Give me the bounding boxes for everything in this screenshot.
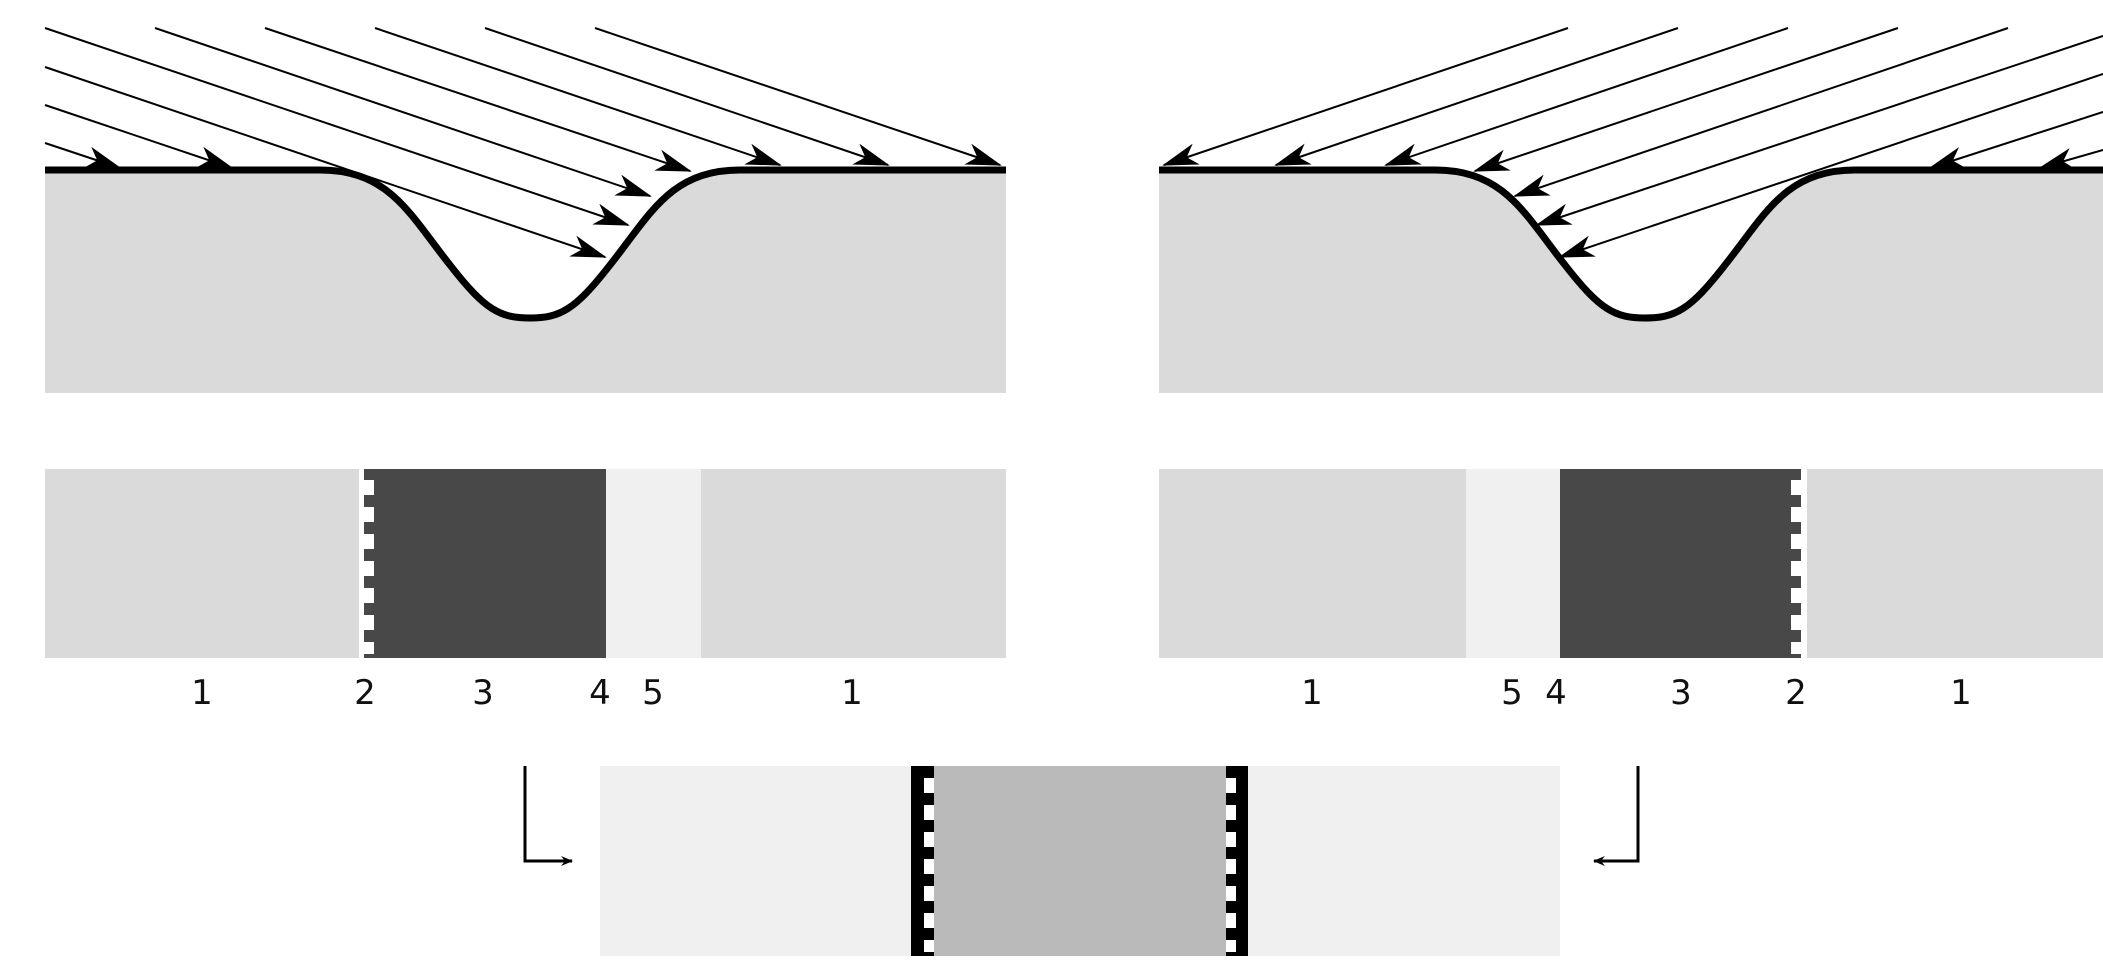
- light-ray: [1274, 27, 1679, 166]
- zone-label: 1: [841, 673, 863, 713]
- zone-label: 2: [354, 673, 376, 713]
- zone-label: 1: [1950, 673, 1972, 713]
- right-zone-labels: 1 5 4 3 2 1: [1301, 673, 1972, 713]
- zone-5-light: [1466, 469, 1560, 658]
- light-ray: [154, 27, 652, 197]
- zone-2-dashes: [1791, 480, 1801, 654]
- combined-light-left: [600, 766, 911, 956]
- light-ray: [44, 104, 234, 169]
- left-terrain-panel: [44, 27, 1006, 393]
- right-zone-strip: [1159, 469, 2103, 658]
- zone-label: 5: [642, 673, 664, 713]
- zone-3-shadow: [381, 469, 606, 658]
- zone-label: 3: [472, 673, 494, 713]
- light-ray: [2038, 148, 2103, 170]
- zone-1-right: [1807, 469, 2103, 658]
- light-ray: [484, 27, 890, 166]
- combined-right-dashes: [1226, 778, 1236, 952]
- zone-1-right: [701, 469, 1006, 658]
- zone-3-shadow: [1560, 469, 1784, 658]
- zone-label: 2: [1785, 673, 1807, 713]
- light-ray: [44, 27, 630, 226]
- combined-light-right: [1248, 766, 1560, 956]
- light-ray: [1384, 27, 1789, 166]
- light-ray: [1558, 73, 2103, 258]
- zone-label: 1: [1301, 673, 1323, 713]
- light-ray: [1162, 27, 1569, 166]
- zone-2-dashes: [364, 480, 374, 654]
- right-result-arrow: [1593, 766, 1640, 866]
- zone-label: 1: [191, 673, 213, 713]
- light-ray: [594, 27, 1002, 166]
- light-ray: [374, 27, 782, 166]
- right-terrain-body: [1159, 170, 2103, 393]
- right-terrain-panel: [1159, 27, 2103, 393]
- left-zone-strip: [45, 469, 1006, 658]
- left-zone-labels: 1 2 3 4 5 1: [191, 673, 863, 713]
- zone-5-light: [606, 469, 701, 658]
- zone-label: 4: [1545, 673, 1567, 713]
- right-terrain-surface: [1159, 166, 2103, 322]
- light-ray: [1473, 27, 1899, 172]
- zone-label: 3: [1670, 673, 1692, 713]
- left-result-arrow: [523, 766, 573, 866]
- combined-shade: [934, 766, 1226, 956]
- zone-label: 4: [589, 673, 611, 713]
- light-ray: [1535, 35, 2103, 226]
- light-ray: [264, 27, 692, 172]
- left-terrain-body: [45, 170, 1006, 393]
- light-ray: [1928, 111, 2103, 169]
- light-ray: [44, 142, 122, 169]
- light-ray: [44, 66, 607, 258]
- left-light-rays: [44, 27, 1002, 258]
- left-terrain-surface: [45, 166, 1006, 322]
- right-light-rays: [1162, 27, 2103, 258]
- zone-1-left: [1159, 469, 1466, 658]
- light-ray: [1513, 27, 2009, 197]
- combined-strip: [600, 766, 1560, 956]
- combined-left-dashes: [924, 778, 934, 952]
- zone-1-left: [45, 469, 359, 658]
- zone-label: 5: [1501, 673, 1523, 713]
